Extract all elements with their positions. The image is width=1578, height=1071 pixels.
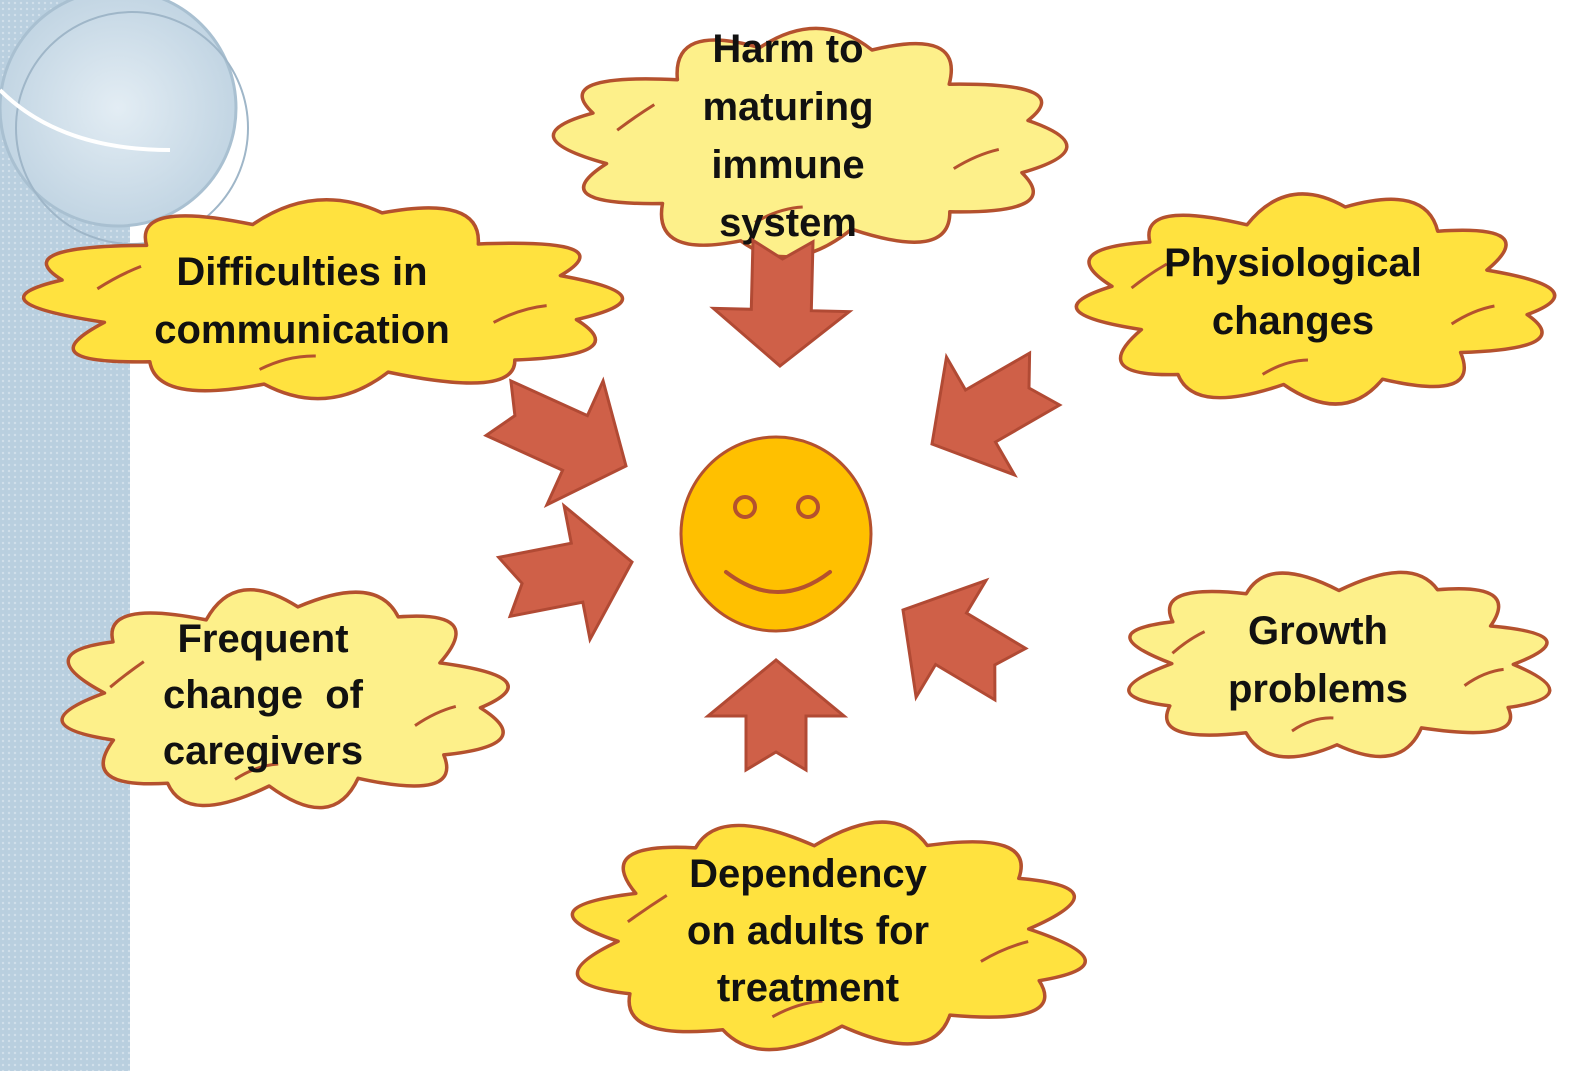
cloud-accent-line <box>952 147 1000 170</box>
cloud-shape <box>570 820 1087 1052</box>
arrow-icon <box>930 350 1063 478</box>
cloud-shape <box>551 26 1069 259</box>
cloud-label-line: Frequent <box>177 617 348 661</box>
cloud-label-line: caregivers <box>163 729 363 773</box>
cloud-label-line: problems <box>1228 667 1408 711</box>
cloud-label-line: changes <box>1212 299 1374 343</box>
cloud-growth: Growth problems <box>1127 570 1552 759</box>
cloud-label-line: maturing <box>702 85 873 129</box>
cloud-label-line: Growth <box>1248 609 1388 653</box>
cloud-shape <box>1127 570 1552 759</box>
cloud-accent-line <box>1450 304 1495 326</box>
cloud-label-line: treatment <box>717 966 899 1010</box>
cloud-label-line: communication <box>154 308 450 352</box>
cloud-label-line: change of <box>163 673 364 717</box>
cloud-accent-line <box>1261 358 1308 376</box>
cloud-accent-line <box>616 103 656 132</box>
cloud-accent-line <box>980 940 1029 963</box>
cloud-communication: Difficulties in communication <box>21 197 625 401</box>
cloud-shape <box>1074 192 1557 406</box>
cloud-accent-line <box>1130 262 1168 290</box>
cloud-accent-line <box>414 704 457 727</box>
cloud-shape <box>60 588 510 810</box>
cloud-harm-immune: Harm to maturing immune system <box>551 26 1069 259</box>
cloud-accent-line <box>1171 630 1206 655</box>
cloud-label-line: Physiological <box>1164 241 1422 285</box>
cloud-accent-line <box>1463 667 1504 687</box>
cloud-label-line: immune <box>711 143 864 187</box>
arrow-icon <box>901 577 1029 703</box>
cloud-accent-line <box>258 354 316 371</box>
arrows-layer <box>483 237 1063 773</box>
arrow-icon <box>709 237 854 368</box>
cloud-caregivers: Frequent change of caregivers <box>60 588 510 810</box>
smiley-face-icon <box>679 435 873 633</box>
cloud-accent-line <box>234 762 279 781</box>
cloud-accent-line <box>109 660 145 689</box>
cloud-label-line: on adults for <box>687 909 929 953</box>
clouds-layer: Harm tomaturingimmunesystemDifficulties … <box>21 26 1557 1052</box>
cloud-accent-line <box>492 304 547 324</box>
cloud-accent-line <box>626 894 668 924</box>
cloud-label-line: Dependency <box>689 852 928 896</box>
cloud-accent-line <box>96 265 142 291</box>
arrow-icon <box>483 376 628 508</box>
cloud-accent-line <box>754 205 803 224</box>
cloud-label-line: Difficulties in <box>176 250 427 294</box>
cloud-shape <box>21 197 625 401</box>
decorative-rings <box>0 0 249 245</box>
cloud-label-line: Harm to <box>712 27 863 71</box>
cloud-physiological: Physiological changes <box>1074 192 1557 406</box>
arrow-icon <box>495 502 634 644</box>
cloud-accent-line <box>771 999 823 1019</box>
cloud-dependency: Dependency on adults for treatment <box>570 820 1087 1052</box>
arrow-icon <box>703 658 849 773</box>
cloud-label-line: system <box>719 201 857 245</box>
cloud-accent-line <box>1291 716 1334 733</box>
